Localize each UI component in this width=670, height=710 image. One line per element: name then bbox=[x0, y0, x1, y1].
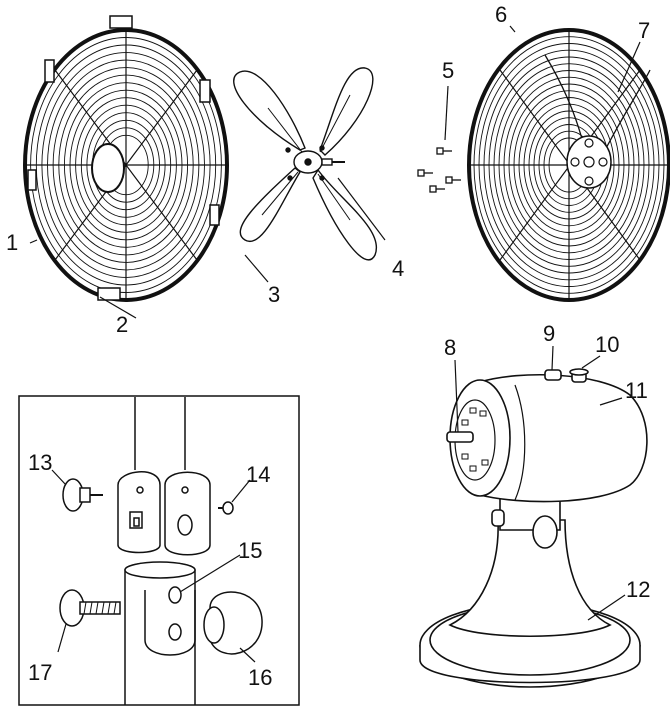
mounting-detail-inset bbox=[18, 395, 300, 706]
part-label-12: 12 bbox=[626, 577, 650, 602]
part-label-10: 10 bbox=[595, 332, 619, 357]
part-label-8: 8 bbox=[444, 335, 456, 360]
part-label-9: 9 bbox=[543, 321, 555, 346]
part-label-13: 13 bbox=[28, 450, 52, 475]
part-label-17: 17 bbox=[28, 660, 52, 685]
part-label-5: 5 bbox=[442, 58, 454, 83]
part-label-3: 3 bbox=[268, 282, 280, 307]
part-number-labels: 1 2 3 4 5 6 7 8 9 10 11 12 13 14 15 16 1… bbox=[6, 2, 650, 690]
part-label-15: 15 bbox=[238, 538, 262, 563]
screws bbox=[417, 85, 461, 193]
front-grille bbox=[23, 15, 229, 319]
part-label-2: 2 bbox=[116, 312, 128, 337]
fan-blades bbox=[233, 67, 386, 283]
part-label-16: 16 bbox=[248, 665, 272, 690]
part-label-4: 4 bbox=[392, 256, 404, 281]
part-label-1: 1 bbox=[6, 230, 18, 255]
part-label-7: 7 bbox=[638, 18, 650, 43]
rear-grille bbox=[467, 25, 670, 302]
part-label-14: 14 bbox=[246, 462, 270, 487]
part-label-11: 11 bbox=[625, 378, 648, 403]
motor-and-stand bbox=[419, 345, 648, 688]
part-label-6: 6 bbox=[495, 2, 507, 27]
